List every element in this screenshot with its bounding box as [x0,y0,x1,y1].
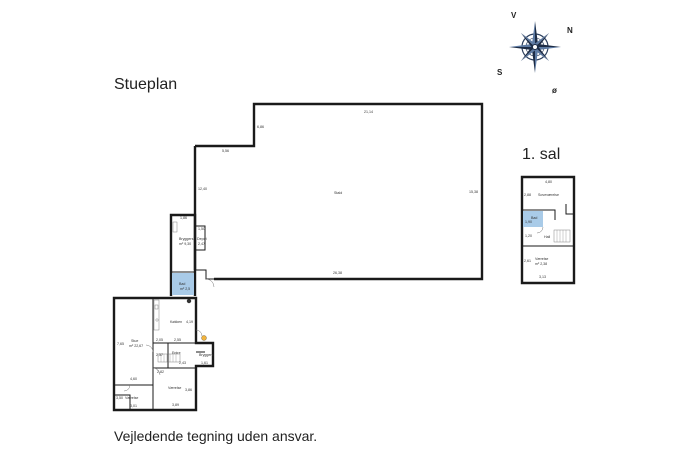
connector-wall [195,269,214,280]
stove-icon [155,318,159,322]
door-swing-4 [195,329,203,337]
vaerelse1-label: Værelse [125,396,138,400]
compass-rose-icon [509,21,561,73]
misc-dim-2: 2,55 [174,338,181,342]
vaerelse2-label: Værelse [168,386,181,390]
entre-label: Entre [172,351,181,355]
ff-staircase-icon [553,229,571,243]
barn-dim-right: 15,38 [469,190,478,194]
ff-bottom-dim: 3,13 [539,275,546,279]
connector-door-swing [205,278,215,288]
vaerelse2-width: 3,89 [172,403,179,407]
ff-soverum-left: 2,88 [524,193,531,197]
misc-dim-3: 2,43 [179,361,186,365]
barn-label: Stald [334,191,342,195]
ff-bathroom-fill [523,211,543,227]
barn-dim-step-side: 6,86 [257,125,264,129]
barn-dim-top: 21,14 [364,110,373,114]
depot-top-dim: 1,50 [198,227,205,231]
kitchen-counter [153,299,160,331]
kitchen-sink [154,304,159,310]
ff-vaerelse-label: Værelse [535,257,548,261]
ff-vaerelse-area: m² 2,38 [535,262,547,266]
bryggers-dim-top: 1,86 [180,216,187,220]
barn-dim-bottom: 26,38 [333,271,342,275]
small-bryggers-dim: 1,61 [201,361,208,365]
misc-dim-1: 2,05 [156,338,163,342]
bathroom-fill [172,273,194,295]
bathroom-label: Bad [179,282,185,286]
boiler-icon [201,335,207,341]
barn-dim-left: 12,40 [198,187,207,191]
bathroom-area: m² 2,5 [180,287,190,291]
vaerelse2-dim: 3,86 [185,388,192,392]
depot-dim: 2,47 [198,242,205,246]
ground-floor-title: Stueplan [114,76,178,93]
misc-dim-4: 2,82 [157,370,164,374]
first-floor-title: 1. sal [522,146,561,163]
entre-dim: 2,57 [156,353,163,357]
compass-s-label: S [497,68,503,77]
ff-soverum-wall [522,209,556,220]
stue-width-dim: 4,60 [130,377,137,381]
bathroom-lower-wall [114,394,131,410]
bryggers-wing-outline [169,213,197,296]
door-swing-2 [152,367,161,376]
vaerelse1-width: 3,01 [130,404,137,408]
depot-wall [195,225,206,251]
koekken-dim: 4,19 [186,320,193,324]
first-floor-outline [520,175,576,285]
koekken-label: Køkken [170,320,182,324]
ff-vaerelse-left: 2,61 [524,259,531,263]
barn-outline [195,102,484,281]
door-swing-1 [145,344,154,353]
depot-label: Depot [197,237,207,241]
ff-soverum-top: 4,80 [545,180,552,184]
bryggers-hatch [172,221,178,233]
vaerelse1-dim: 3,50 [116,396,123,400]
door-swing-3 [123,384,131,392]
toilet-icon [186,298,192,304]
stue-label: Stue [131,339,138,343]
ff-right-notch [565,204,574,215]
ff-hall-label: Hall [544,235,550,239]
compass-o-label: ø [552,86,557,95]
stue-height-dim: 7,65 [117,342,124,346]
staircase-icon [157,353,181,363]
compass-v-label: V [511,11,517,20]
barn-dim-step-top: 5,56 [222,149,229,153]
ff-hall-dim: 1,20 [525,234,532,238]
stue-area: m² 22,67 [129,344,143,348]
ff-door-swing [536,226,544,234]
ff-bad-label: Bad [531,216,537,220]
ff-bad-area: 1,90 [525,220,532,224]
bryggers-area: m² 9,30 [179,242,191,246]
bryggers-label: Bryggers [179,237,194,241]
ff-soverum-label: Soveværelse [538,193,559,197]
disclaimer-text: Vejledende tegning uden ansvar. [114,428,318,444]
compass-n-label: N [567,26,573,35]
small-bryggers-label: Bryggers [199,353,214,357]
house-outline [112,296,215,412]
